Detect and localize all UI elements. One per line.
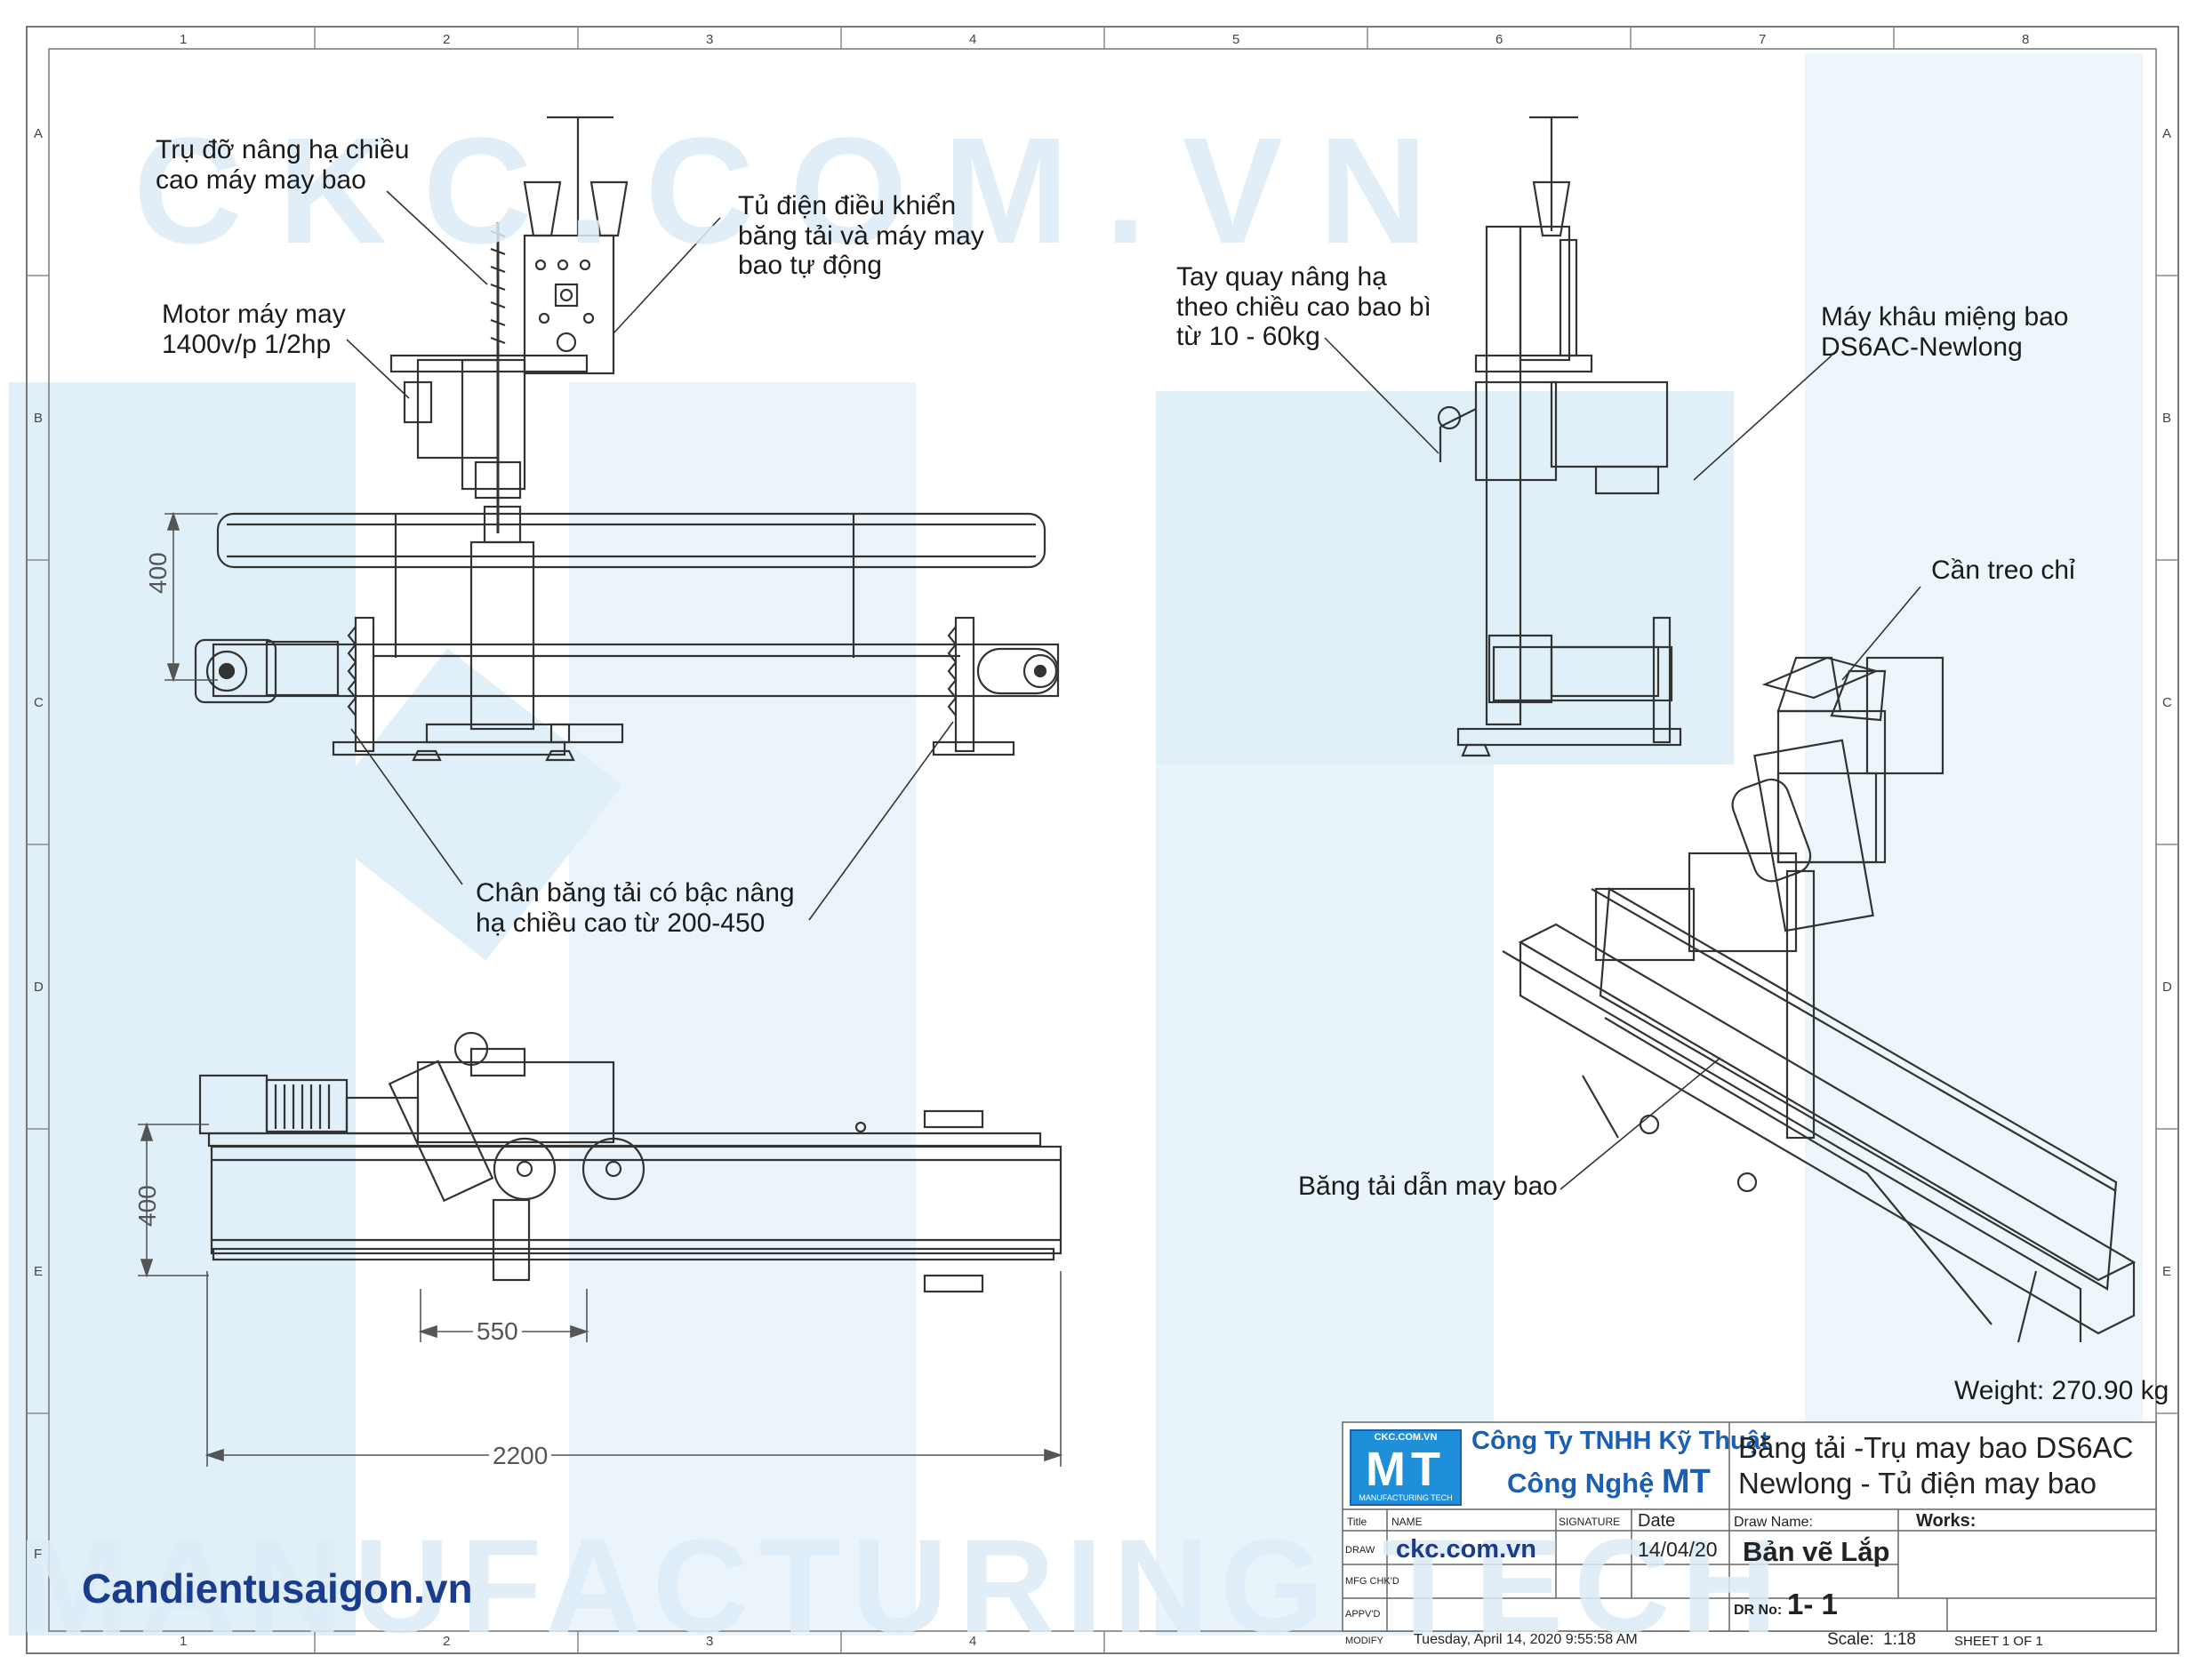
logo-top-text: CKC.COM.VN <box>1374 1432 1438 1443</box>
hdr-works: Works: <box>1916 1511 1976 1531</box>
scale-label: Scale: <box>1827 1630 1874 1649</box>
grid-row-e-right: E <box>2162 1264 2172 1279</box>
label-control-box: Tủ điện điều khiển băng tải và máy may b… <box>738 191 984 281</box>
grid-col-4-bottom: 4 <box>969 1634 977 1649</box>
dim-overall-length: 2200 <box>489 1442 552 1470</box>
row-appvd: APPV'D <box>1345 1609 1381 1620</box>
logo-letters: MT <box>1366 1443 1446 1496</box>
grid-row-c: C <box>34 695 44 710</box>
side-view <box>1437 116 1682 757</box>
grid-col-1-bottom: 1 <box>180 1634 188 1649</box>
company-name-line2: Công Nghệ MT <box>1507 1463 1711 1501</box>
label-conveyor-legs: Chân băng tải có bậc nâng hạ chiều cao t… <box>476 878 795 938</box>
hdr-title: Title <box>1347 1516 1367 1528</box>
logo-sub-text: MANUFACTURING TECH <box>1359 1493 1453 1502</box>
company-logo: CKC.COM.VN MT MANUFACTURING TECH <box>1350 1429 1462 1506</box>
company-name-line1: Công Ty TNHH Kỹ Thuật <box>1471 1427 1769 1455</box>
row-mfg: MFG CHK'D <box>1345 1576 1399 1587</box>
drawing-title-line1: Băng tải -Trụ may bao DS6AC <box>1738 1431 2134 1464</box>
grid-row-f: F <box>34 1547 43 1562</box>
site-watermark: Candientusaigon.vn <box>82 1565 473 1612</box>
grid-col-4: 4 <box>969 32 977 47</box>
grid-col-6: 6 <box>1495 32 1503 47</box>
grid-row-c-right: C <box>2162 695 2172 710</box>
hdr-date: Date <box>1638 1511 1676 1531</box>
dr-no-value: 1- 1 <box>1787 1588 1838 1620</box>
draw-name-value: Bản vẽ Lắp <box>1743 1536 1890 1567</box>
sheet-label: SHEET 1 OF 1 <box>1954 1634 2043 1649</box>
modify-value: Tuesday, April 14, 2020 9:55:58 AM <box>1414 1632 1638 1647</box>
grid-col-5: 5 <box>1232 32 1240 47</box>
grid-col-3-bottom: 3 <box>706 1634 714 1649</box>
label-hand-crank: Tay quay nâng hạ theo chiều cao bao bì t… <box>1176 262 1431 352</box>
leader-lines <box>346 190 1921 1190</box>
weight-label: Weight: 270.90 kg <box>1954 1376 2169 1405</box>
dim-top-width: 550 <box>473 1317 522 1346</box>
grid-row-a: A <box>34 126 44 141</box>
grid-col-1: 1 <box>180 32 188 47</box>
dr-no-label: DR No: <box>1734 1603 1783 1618</box>
hdr-signature: SIGNATURE <box>1559 1516 1621 1528</box>
label-lift-pillar: Trụ đỡ nâng hạ chiều cao máy may bao <box>156 135 410 195</box>
dim-top-height: 400 <box>133 1185 161 1227</box>
isometric-view <box>1502 656 2137 1343</box>
website-link[interactable]: ckc.com.vn <box>1396 1535 1536 1564</box>
hdr-name: NAME <box>1391 1516 1423 1528</box>
label-thread-stand: Cần treo chỉ <box>1931 556 2075 585</box>
grid-col-3: 3 <box>706 32 714 47</box>
grid-row-d: D <box>34 980 44 995</box>
grid-row-e: E <box>34 1264 44 1279</box>
company-name-line2-b: MT <box>1661 1463 1711 1500</box>
grid-col-8: 8 <box>2022 32 2030 47</box>
title-block-frame <box>1342 1421 2157 1632</box>
label-conveyor-belt: Băng tải dẫn may bao <box>1298 1172 1558 1201</box>
watermark-bottom-text: MANUFACTURING TECH <box>18 1511 1788 1660</box>
grid-col-7: 7 <box>1759 32 1767 47</box>
label-sewing-machine: Máy khâu miệng bao DS6AC-Newlong <box>1821 302 2069 362</box>
grid-ticks <box>27 27 2178 1653</box>
dim-front-height: 400 <box>144 552 172 594</box>
row-draw: DRAW <box>1345 1545 1375 1556</box>
grid-row-d-right: D <box>2162 980 2172 995</box>
grid-row-b: B <box>34 411 44 426</box>
hdr-draw-name: Draw Name: <box>1734 1515 1813 1530</box>
drawing-title-line2: Newlong - Tủ điện may bao <box>1738 1467 2097 1500</box>
row-modify: MODIFY <box>1345 1636 1383 1646</box>
grid-row-b-right: B <box>2162 411 2172 426</box>
background-watermark <box>9 53 2143 1636</box>
grid-col-2-bottom: 2 <box>443 1634 451 1649</box>
sheet-border <box>26 26 2179 1654</box>
grid-row-a-right: A <box>2162 126 2172 141</box>
company-name-line2-a: Công Nghệ <box>1507 1468 1662 1499</box>
label-motor: Motor máy may 1400v/p 1/2hp <box>162 300 346 359</box>
top-view <box>198 1031 1062 1293</box>
date-value: 14/04/20 <box>1638 1538 1718 1561</box>
dimension-lines <box>138 511 1063 1467</box>
front-view <box>194 116 1060 762</box>
grid-col-2: 2 <box>443 32 451 47</box>
watermark-top-text: CKC.COM.VN <box>133 107 1463 276</box>
scale-value: 1:18 <box>1883 1630 1916 1649</box>
